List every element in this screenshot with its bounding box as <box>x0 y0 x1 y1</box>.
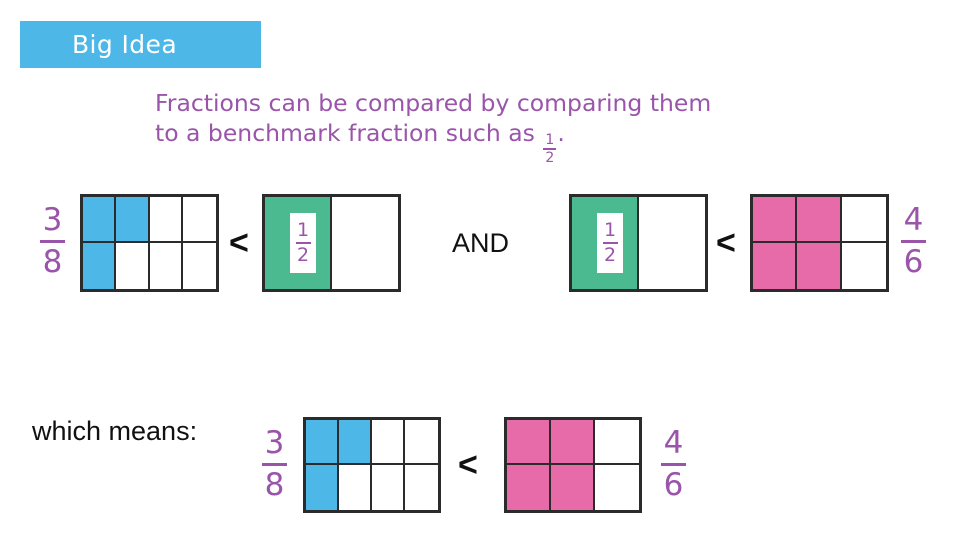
model-cell <box>841 243 886 289</box>
less-than-symbol-bottom: < <box>458 446 478 484</box>
headline-line-1: Fractions can be compared by comparing t… <box>155 89 712 117</box>
fraction-bar <box>295 242 311 244</box>
fraction-1-2: 1 2 <box>295 219 311 266</box>
model-cell <box>551 465 595 510</box>
model-cell <box>306 465 339 510</box>
fraction-numerator: 3 <box>42 202 63 238</box>
which-means-text: which means: <box>32 416 198 446</box>
fraction-denominator: 6 <box>663 467 684 503</box>
headline-text: Fractions can be compared by comparing t… <box>155 88 855 166</box>
fraction-numerator: 1 <box>603 219 617 241</box>
model-cell <box>797 243 842 289</box>
less-than-symbol-top-right: < <box>716 224 736 262</box>
model-cell <box>116 197 150 243</box>
three-eighths-area-model <box>80 194 219 292</box>
model-cell <box>182 197 216 243</box>
fraction-4-6: 4 6 <box>661 428 686 501</box>
bottom-right-fraction-label-4-6: 4 6 <box>661 428 686 501</box>
fraction-denominator: 8 <box>42 244 63 280</box>
three-eighths-area-model-bottom <box>303 417 441 513</box>
fraction-denominator: 8 <box>264 467 285 503</box>
big-idea-banner-label: Big Idea <box>72 29 178 59</box>
fraction-3-8: 3 8 <box>40 205 65 278</box>
model-cell <box>638 197 705 289</box>
fraction-bar <box>901 240 926 243</box>
model-cell <box>306 420 339 465</box>
headline-line-2: to a benchmark fraction such as 1 2 . <box>155 118 855 166</box>
model-cell <box>507 465 551 510</box>
four-sixths-area-model-bottom <box>504 417 642 513</box>
model-cell <box>507 420 551 465</box>
fraction-3-8: 3 8 <box>262 428 287 501</box>
fraction-1-2: 1 2 <box>602 219 618 266</box>
model-cell <box>551 420 595 465</box>
fraction-numerator: 3 <box>264 425 285 461</box>
model-cell <box>797 197 842 243</box>
fraction-numerator: 4 <box>903 202 924 238</box>
model-cell <box>116 243 150 289</box>
model-cell <box>405 420 438 465</box>
model-cell <box>753 243 798 289</box>
top-right-fraction-label-4-6: 4 6 <box>901 205 926 278</box>
one-half-area-model-right <box>569 194 708 292</box>
big-idea-banner: Big Idea <box>20 21 261 68</box>
model-cell <box>83 243 117 289</box>
model-cell <box>182 243 216 289</box>
model-cell <box>753 197 798 243</box>
fraction-bar <box>262 463 287 466</box>
model-cell <box>841 197 886 243</box>
model-cell <box>405 465 438 510</box>
fraction-denominator: 2 <box>603 244 617 266</box>
model-cell <box>372 465 405 510</box>
fraction-bar <box>40 240 65 243</box>
less-than-symbol-top-left: < <box>229 224 249 262</box>
fraction-bar <box>661 463 686 466</box>
model-cell <box>149 197 183 243</box>
top-left-fraction-label-3-8: 3 8 <box>40 205 65 278</box>
headline-period: . <box>557 119 565 147</box>
model-cell <box>331 197 398 289</box>
bottom-left-fraction-label-3-8: 3 8 <box>262 428 287 501</box>
one-half-chip-label-left: 1 2 <box>290 213 316 273</box>
fraction-numerator: 4 <box>663 425 684 461</box>
model-cell <box>339 465 372 510</box>
four-sixths-area-model-top <box>750 194 889 292</box>
headline-line-2-text: to a benchmark fraction such as <box>155 119 535 147</box>
fraction-4-6: 4 6 <box>901 205 926 278</box>
fraction-bar <box>602 242 618 244</box>
model-cell <box>83 197 117 243</box>
inline-one-half-fraction: 1 2 <box>543 132 557 167</box>
model-cell <box>595 420 639 465</box>
fraction-denominator: 2 <box>296 244 310 266</box>
conjunction-and-text: AND <box>452 228 510 258</box>
fraction-numerator: 1 <box>296 219 310 241</box>
model-cell <box>149 243 183 289</box>
model-cell <box>372 420 405 465</box>
inline-fraction-numerator: 1 <box>545 132 555 149</box>
inline-fraction-denominator: 2 <box>545 150 555 167</box>
model-cell <box>339 420 372 465</box>
one-half-chip-label-right: 1 2 <box>597 213 623 273</box>
inline-fraction-bar <box>543 148 557 151</box>
fraction-denominator: 6 <box>903 244 924 280</box>
one-half-area-model-left <box>262 194 401 292</box>
model-cell <box>595 465 639 510</box>
